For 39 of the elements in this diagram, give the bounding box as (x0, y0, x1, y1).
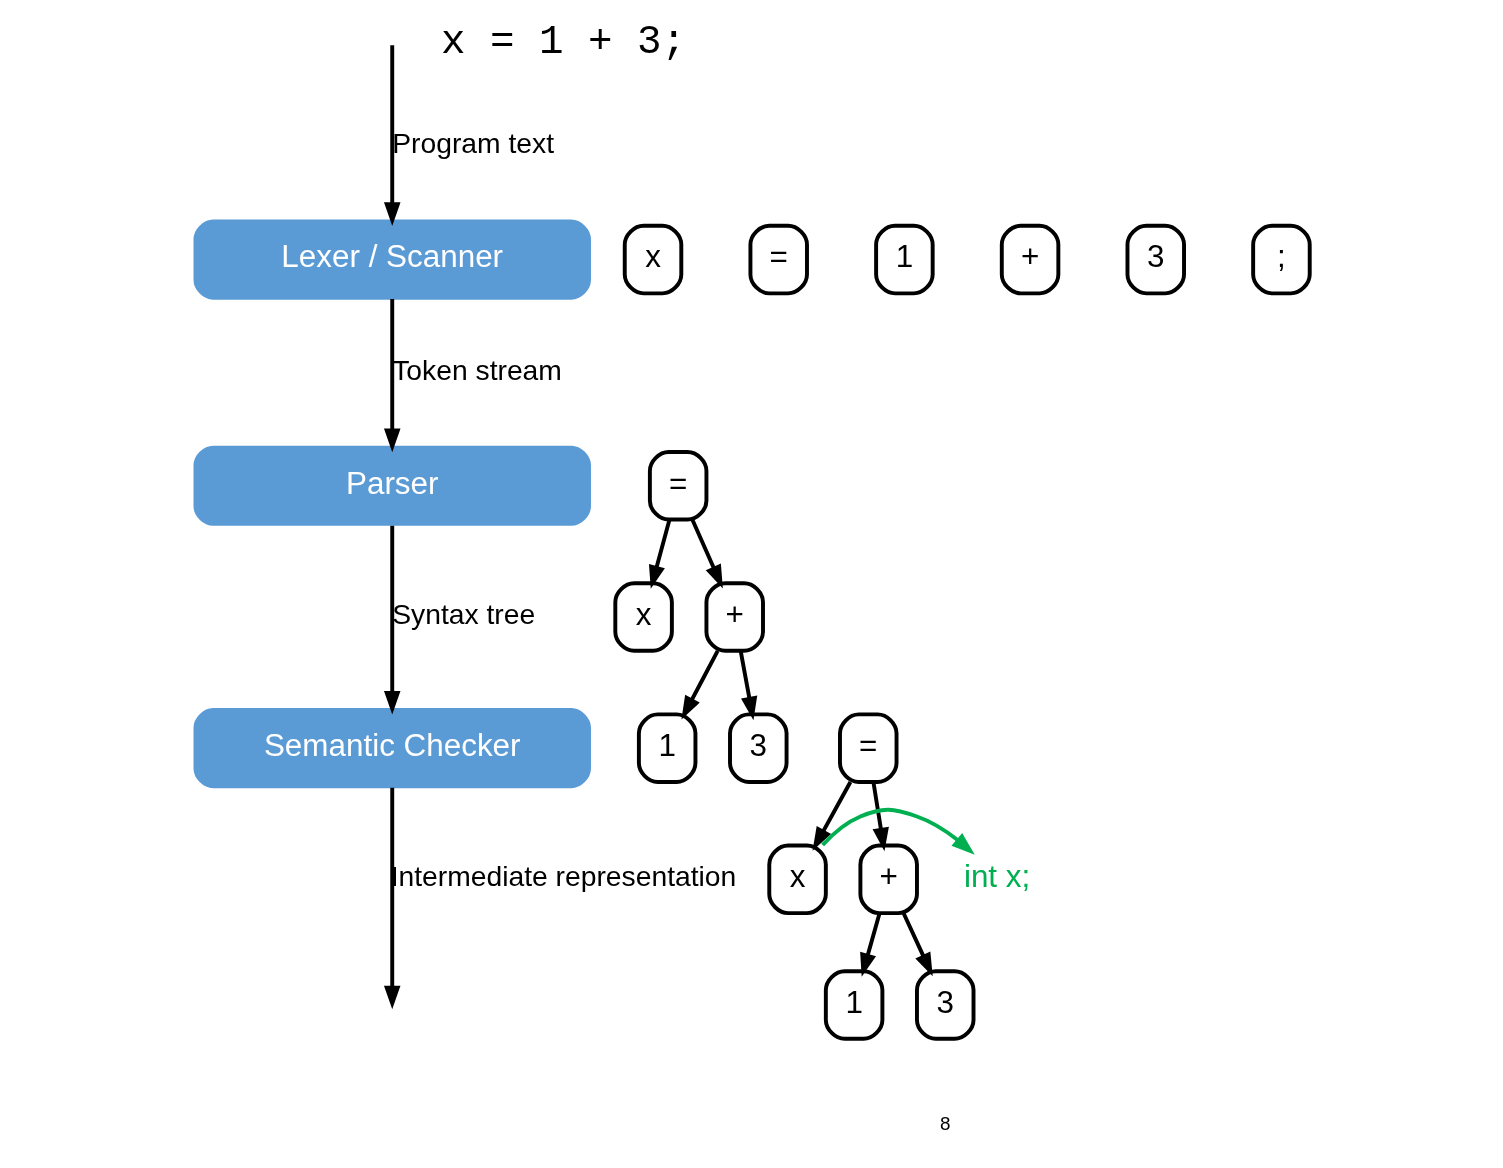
arrow (820, 807, 975, 855)
arrow (383, 525, 400, 715)
node-box: x (622, 223, 683, 296)
arrow (690, 518, 723, 589)
arrow (648, 519, 671, 589)
arrow (738, 650, 757, 721)
arrow (859, 913, 881, 977)
node-text: int x; (963, 859, 1030, 895)
node-box: + (857, 843, 919, 916)
node-box: 3 (914, 969, 975, 1041)
arrow (812, 781, 852, 851)
node-box: ; (1250, 223, 1312, 296)
node-box: + (999, 223, 1060, 296)
node-box: 3 (727, 712, 789, 784)
edge-label: Intermediate representation (390, 860, 736, 893)
arrow (680, 649, 719, 720)
node-box: 1 (823, 969, 884, 1041)
edge-label: Syntax tree (391, 597, 535, 630)
node-box: = (647, 450, 708, 522)
node-box: 1 (873, 223, 935, 296)
node-box: x (766, 843, 828, 916)
edge-label: Token stream (391, 353, 562, 386)
node-box: 3 (1125, 223, 1186, 296)
node-box: Semantic Checker (193, 708, 591, 789)
arrow (870, 781, 889, 852)
node-box: x (612, 581, 674, 653)
label: x = 1 + 3; (440, 19, 686, 66)
node-box: + (703, 581, 765, 653)
arrow (901, 912, 933, 977)
edge-label: Program text (391, 127, 554, 160)
node-box: 1 (636, 712, 697, 784)
label: 8 (939, 1113, 950, 1135)
node-box: Lexer / Scanner (193, 219, 591, 300)
arrow (383, 787, 400, 1010)
arrow (383, 299, 400, 453)
node-box: = (837, 712, 898, 784)
node-box: = (747, 223, 809, 296)
node-box: Parser (193, 445, 591, 526)
arrow (383, 45, 400, 226)
